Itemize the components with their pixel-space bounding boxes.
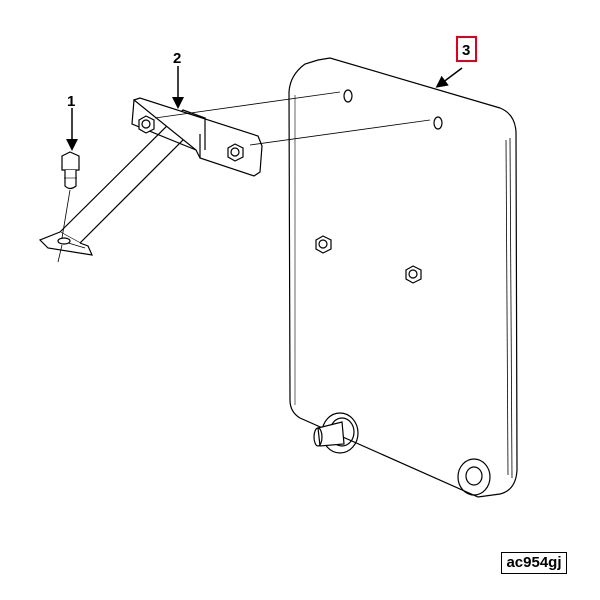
hex-bolt (61, 151, 80, 190)
callout-2-label: 2 (173, 50, 181, 67)
callout-3-leader (435, 67, 463, 88)
support-bracket (38, 97, 263, 256)
callout-3-label: 3 (462, 42, 470, 59)
plate-nut-right (405, 265, 422, 284)
bracket-nut-left (138, 115, 155, 134)
plate-boss-hole (457, 458, 491, 496)
bracket-nut-right (227, 143, 244, 162)
plate-stud (313, 412, 359, 454)
callout-arrows (66, 66, 463, 151)
assembly-lines (57, 91, 431, 263)
callout-3-highlight-box (456, 36, 477, 62)
drawing-code-label: ac954gj (501, 552, 567, 574)
mounting-plate (288, 57, 518, 498)
plate-nut-left (315, 235, 332, 254)
callout-1-label: 1 (67, 93, 75, 110)
